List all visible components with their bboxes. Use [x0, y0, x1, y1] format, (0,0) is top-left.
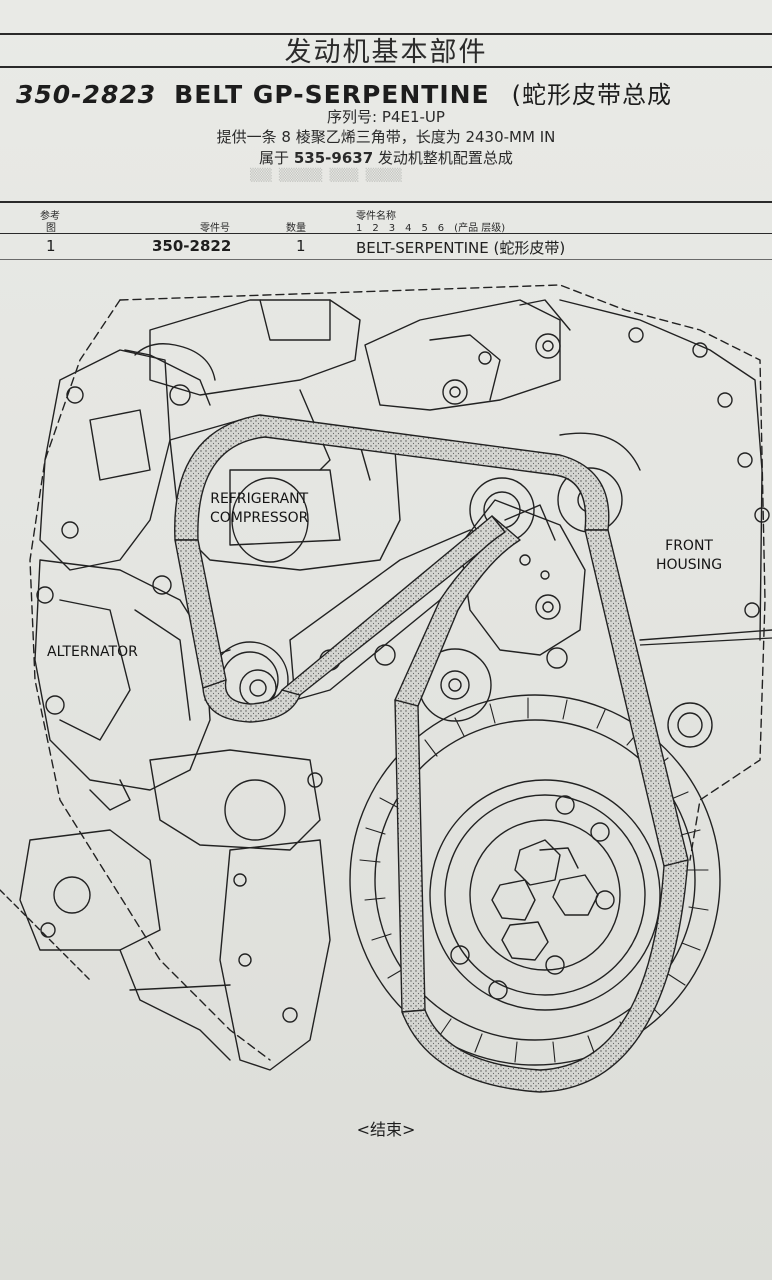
belongs-line: 属于 535-9637 发动机整机配置总成 — [0, 147, 772, 168]
label-front: FRONT — [665, 538, 713, 554]
header-ref-1: 参考 — [40, 211, 60, 222]
header-name: 零件名称 — [356, 211, 396, 222]
row-name: BELT-SERPENTINE (蛇形皮带) — [356, 239, 566, 257]
section-title: 发动机基本部件 — [284, 37, 488, 68]
belongs-prefix: 属于 — [259, 149, 290, 167]
serial-line: 序列号: P4E1-UP — [0, 106, 772, 127]
table-header-rule — [0, 233, 772, 234]
supply-note: 提供一条 8 棱聚乙烯三角带，长度为 2430-MM IN — [216, 128, 556, 146]
label-refrigerant: REFRIGERANT — [210, 491, 309, 507]
row-qty: 1 — [296, 237, 306, 255]
part-number: 350-2823 — [16, 80, 157, 109]
engine-illustration — [0, 284, 772, 1093]
top-rule — [0, 33, 772, 35]
title-rule — [0, 66, 772, 68]
part-title: 350-2823 BELT GP-SERPENTINE (蛇形皮带总成 — [16, 75, 672, 110]
belongs-suffix: 发动机整机配置总成 — [377, 149, 513, 167]
label-refrigerant-compressor: REFRIGERANT COMPRESSOR — [210, 490, 308, 528]
header-levels: 1 2 3 4 5 6 (产品 层级) — [356, 223, 506, 234]
table-bottom-rule — [0, 259, 772, 260]
header-ref-2: 图 — [46, 223, 56, 234]
header-part-no: 零件号 — [200, 223, 230, 234]
label-alternator: ALTERNATOR — [47, 644, 138, 660]
label-housing: HOUSING — [656, 557, 723, 573]
end-mark: <结束> — [356, 1120, 416, 1139]
serial-label: 序列号: — [327, 108, 378, 126]
table-top-rule — [0, 201, 772, 203]
serial-value: P4E1-UP — [381, 108, 445, 126]
bleed-through-text: ▒▒▒ ▒▒▒▒▒▒ ▒▒▒▒ ▒▒▒▒▒ — [250, 168, 402, 182]
label-compressor: COMPRESSOR — [210, 510, 309, 526]
part-name-cn: (蛇形皮带总成 — [511, 81, 673, 109]
belongs-number: 535-9637 — [293, 149, 374, 167]
row-ref: 1 — [46, 237, 56, 255]
label-front-housing: FRONT HOUSING — [656, 537, 722, 575]
part-name: BELT GP-SERPENTINE — [174, 80, 490, 109]
row-part-no: 350-2822 — [152, 237, 232, 255]
header-qty: 数量 — [286, 223, 306, 234]
